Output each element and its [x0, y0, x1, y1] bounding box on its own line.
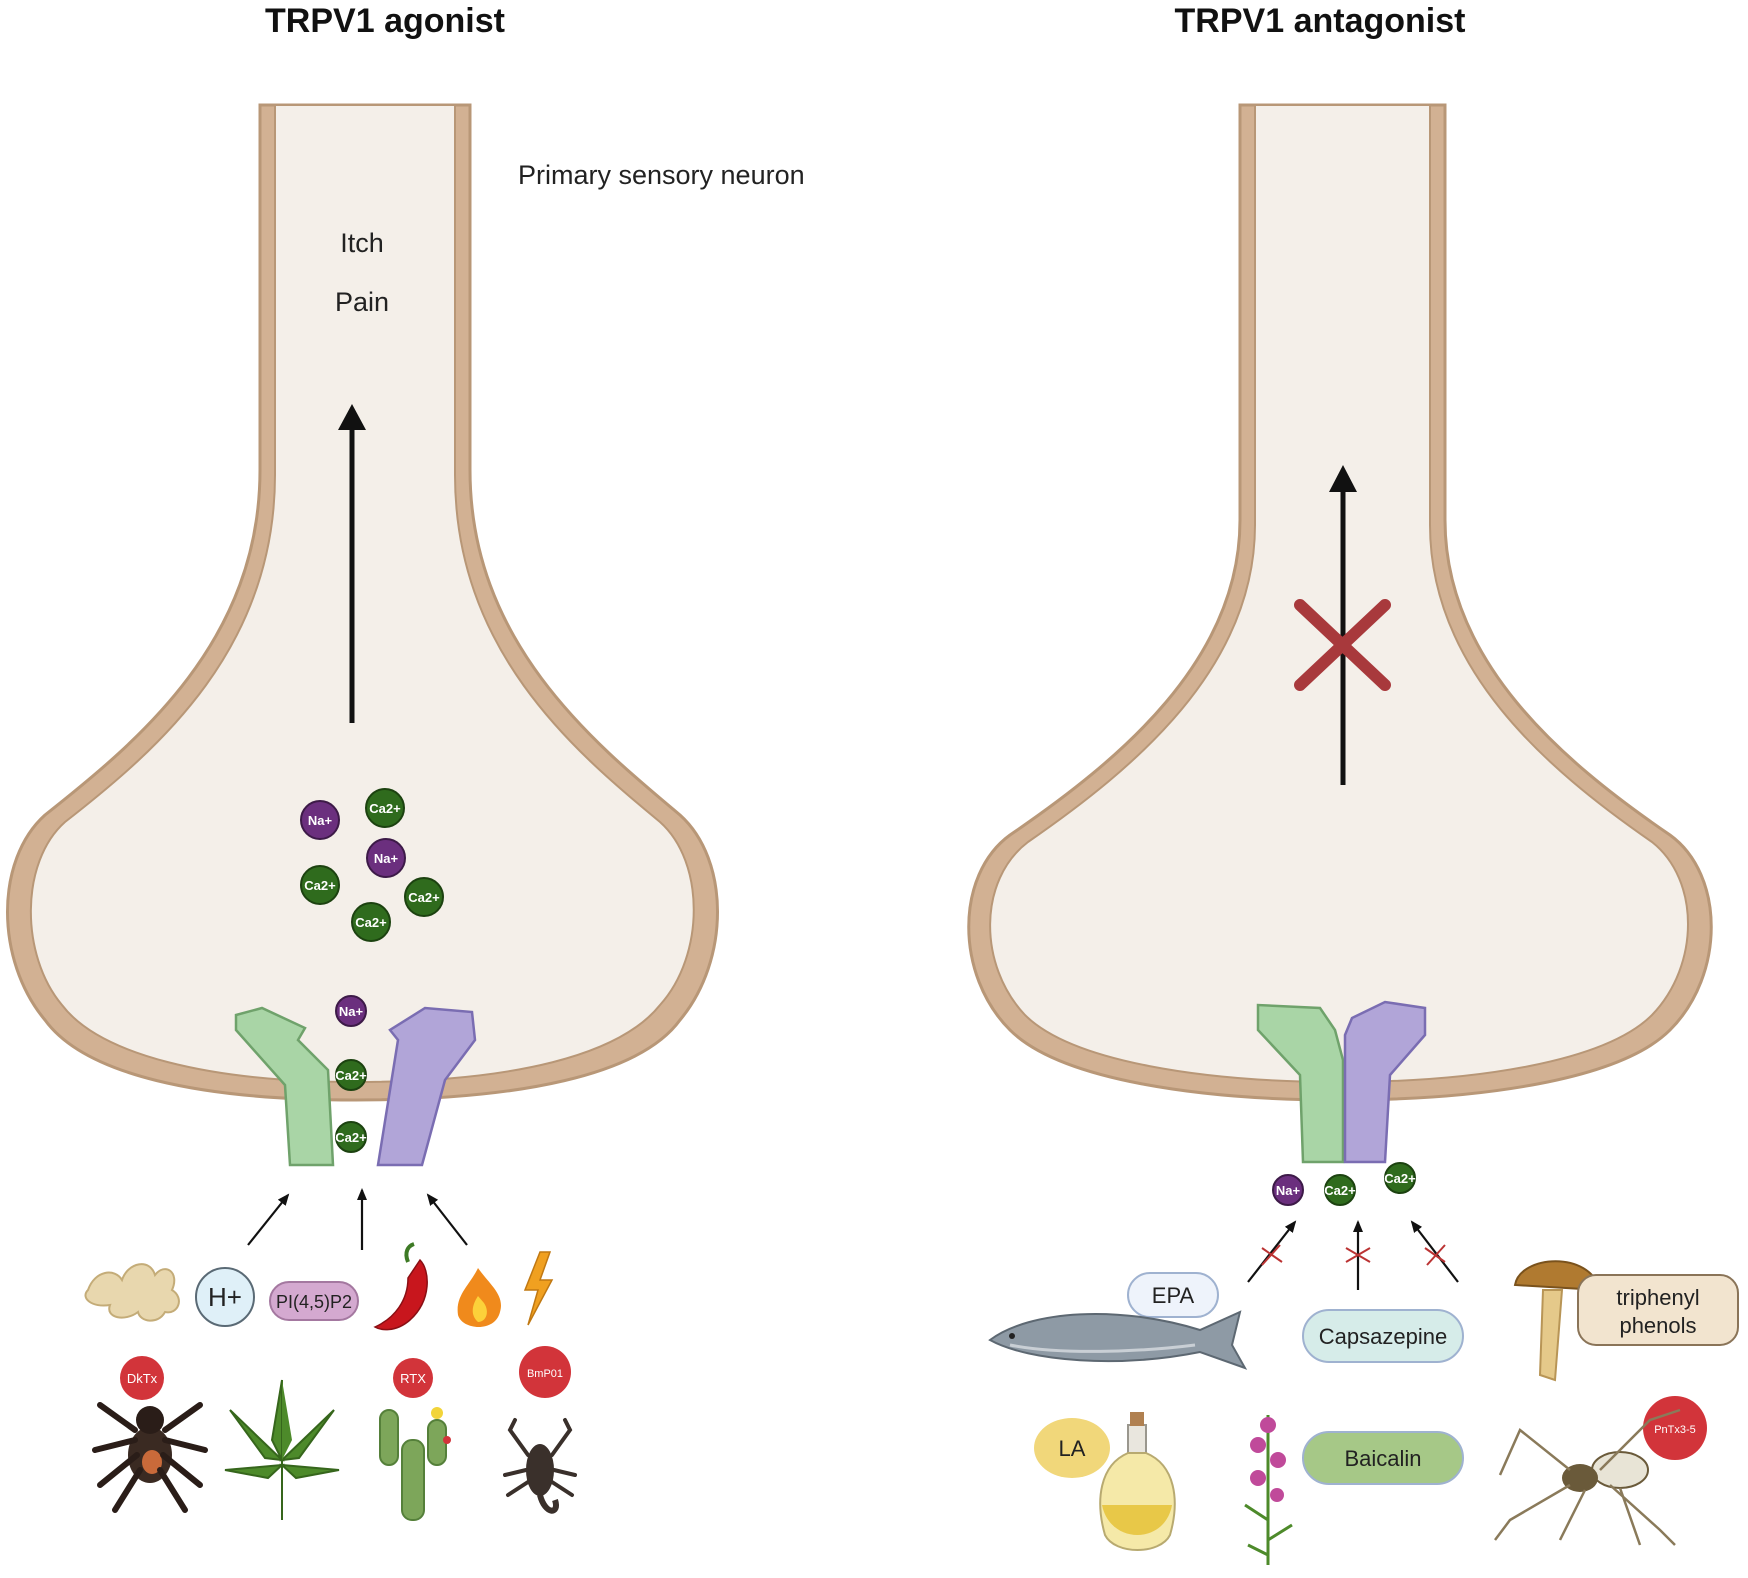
svg-text:Ca2+: Ca2+ — [408, 890, 440, 905]
bmp01-badge: BmP01 — [519, 1346, 571, 1398]
svg-text:Na+: Na+ — [308, 813, 333, 828]
blocked-arrow — [1345, 1220, 1371, 1290]
triphenyl-phenols-pill: triphenyl phenols — [1577, 1274, 1739, 1346]
trpv1-subunit-purple — [376, 1006, 477, 1167]
scorpion-icon — [503, 1418, 577, 1514]
ginger-icon — [84, 1263, 180, 1322]
svg-text:Ca2+: Ca2+ — [355, 915, 387, 930]
salmon-fish-icon — [988, 1310, 1248, 1370]
dktx-badge: DkTx — [120, 1356, 164, 1400]
ion-na: Na+ — [1272, 1174, 1304, 1206]
pain-label: Pain — [335, 287, 389, 317]
svg-text:Capsazepine: Capsazepine — [1319, 1324, 1447, 1349]
svg-text:Na+: Na+ — [1276, 1183, 1301, 1198]
mushroom-icon — [1513, 1260, 1602, 1382]
agonist-title: TRPV1 agonist — [265, 2, 505, 40]
neuron-terminal-antagonist — [967, 103, 1713, 1102]
trpv1-subunit-green — [234, 1006, 335, 1167]
svg-text:LA: LA — [1059, 1436, 1086, 1461]
signal-arrowhead — [338, 404, 366, 430]
trpv1-subunit-green — [1256, 1003, 1345, 1164]
svg-text:Ca2+: Ca2+ — [304, 878, 336, 893]
tarantula-icon — [92, 1402, 208, 1513]
lightning-icon — [523, 1251, 554, 1326]
ion-ca: Ca2+ — [365, 788, 405, 828]
ion-na: Na+ — [335, 995, 367, 1027]
pntx-badge: PnTx3-5 — [1643, 1396, 1707, 1460]
svg-text:Ca2+: Ca2+ — [335, 1068, 367, 1083]
itch-label: Itch — [340, 228, 384, 258]
block-x-icon — [1294, 599, 1391, 691]
neuron-label: Primary sensory neuron — [518, 160, 805, 190]
svg-text:Na+: Na+ — [374, 851, 399, 866]
ion-ca: Ca2+ — [300, 865, 340, 905]
euphorbia-cactus-icon — [379, 1407, 451, 1521]
svg-text:Ca2+: Ca2+ — [369, 801, 401, 816]
ion-na: Na+ — [366, 838, 406, 878]
activation-arrow — [247, 1193, 290, 1246]
olive-oil-bottle-icon — [1099, 1412, 1176, 1551]
svg-text:EPA: EPA — [1152, 1283, 1195, 1308]
svg-text:Na+: Na+ — [339, 1004, 364, 1019]
svg-text:RTX: RTX — [400, 1371, 426, 1386]
proton-badge: H+ — [195, 1267, 255, 1327]
svg-text:DkTx: DkTx — [127, 1371, 158, 1386]
chili-pepper-icon — [373, 1242, 428, 1331]
ion-ca: Ca2+ — [351, 902, 391, 942]
ion-ca: Ca2+ — [335, 1059, 367, 1091]
ion-na: Na+ — [300, 800, 340, 840]
blocked-arrow — [1410, 1220, 1459, 1283]
spider-icon — [1494, 1408, 1681, 1546]
rtx-badge: RTX — [393, 1358, 433, 1398]
svg-text:Ca2+: Ca2+ — [335, 1130, 367, 1145]
svg-text:Ca2+: Ca2+ — [1324, 1183, 1356, 1198]
trpv1-subunit-purple — [1343, 1000, 1427, 1164]
svg-text:Baicalin: Baicalin — [1344, 1446, 1421, 1471]
epa-pill: EPA — [1127, 1272, 1219, 1318]
blocked-signal-arrowhead — [1329, 465, 1357, 492]
ion-ca: Ca2+ — [1384, 1162, 1416, 1194]
svg-text:H+: H+ — [208, 1282, 242, 1312]
activation-arrow — [426, 1193, 468, 1246]
svg-text:PnTx3-5: PnTx3-5 — [1654, 1424, 1696, 1436]
neuron-terminal-agonist — [6, 103, 719, 1102]
pip2-pill: PI(4,5)P2 — [269, 1281, 359, 1321]
svg-text:PI(4,5)P2: PI(4,5)P2 — [276, 1292, 352, 1312]
capsazepine-pill: Capsazepine — [1302, 1309, 1464, 1363]
la-pill: LA — [1034, 1418, 1110, 1478]
ion-ca: Ca2+ — [404, 877, 444, 917]
ion-ca: Ca2+ — [335, 1121, 367, 1153]
ion-ca: Ca2+ — [1324, 1174, 1356, 1206]
antagonist-title: TRPV1 antagonist — [1175, 2, 1466, 40]
flowering-plant-icon — [1244, 1415, 1293, 1565]
svg-text:Ca2+: Ca2+ — [1384, 1171, 1416, 1186]
blocked-arrow — [1247, 1220, 1297, 1283]
baicalin-pill: Baicalin — [1302, 1431, 1464, 1485]
cannabis-leaf-icon — [224, 1379, 340, 1520]
svg-text:triphenyl: triphenyl — [1616, 1285, 1699, 1310]
svg-text:phenols: phenols — [1619, 1313, 1696, 1338]
flame-icon — [457, 1268, 501, 1327]
svg-text:BmP01: BmP01 — [527, 1368, 563, 1380]
